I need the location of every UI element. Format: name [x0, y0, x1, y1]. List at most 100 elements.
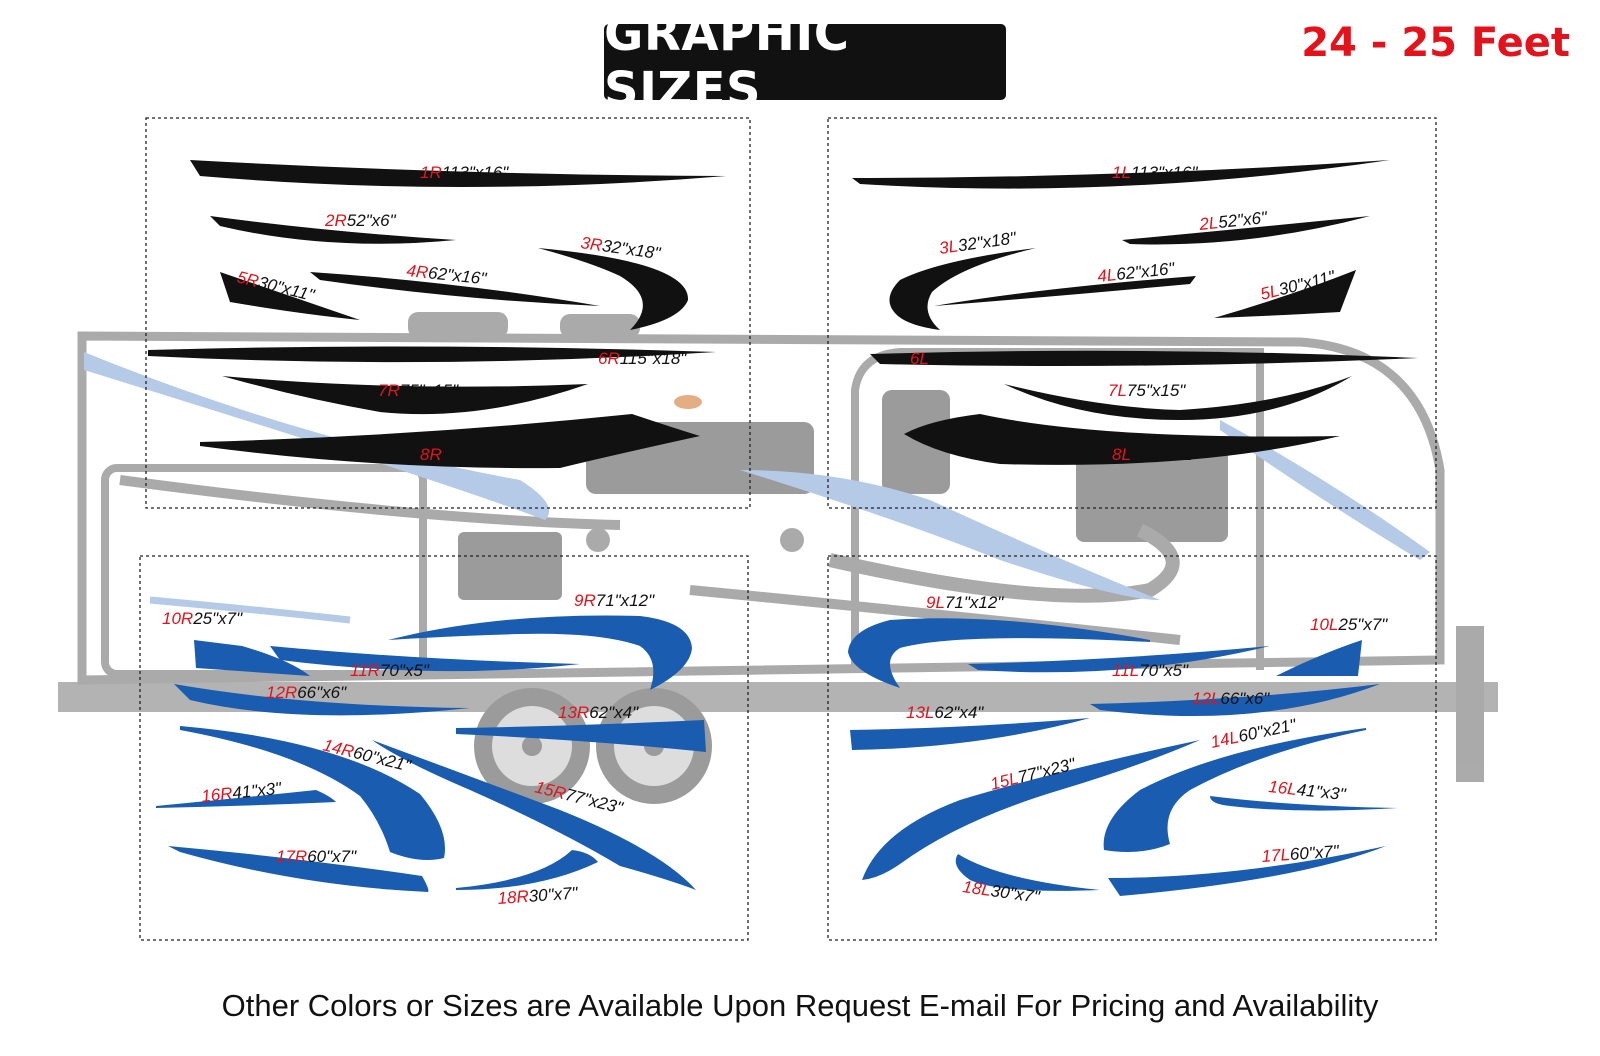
decal-size: 102"x12": [442, 445, 511, 464]
decal-1R: [190, 160, 726, 187]
decal-code: 4R: [406, 261, 430, 282]
decal-label-8L: 8L102"x12": [1112, 445, 1200, 464]
title-banner: GRAPHIC SIZES: [604, 6, 1006, 118]
decal-7R: [222, 376, 588, 415]
decal-size: 71"x12": [945, 593, 1004, 612]
decal-code: 7R: [378, 381, 400, 400]
decal-label-6R: 6R115"x18": [598, 349, 687, 368]
decal-size: 75"x15": [400, 381, 459, 400]
decal-code: 17L: [1261, 845, 1291, 866]
decal-14R: [180, 726, 445, 860]
decal-6L: [870, 350, 1418, 366]
decal-size: 41"x3": [1296, 780, 1348, 804]
decal-3L: [889, 248, 1036, 330]
decal-code: 11R: [350, 661, 380, 680]
decal-code: 10R: [162, 609, 193, 628]
decal-size: 25"x7": [1337, 615, 1388, 634]
decal-3R: [538, 248, 689, 330]
door-window: [882, 390, 950, 494]
decal-2L: [1122, 216, 1370, 245]
decal-17L: [1108, 846, 1386, 896]
decal-9R: [388, 615, 692, 690]
decal-label-16L: 16L41"x3": [1268, 777, 1348, 804]
decal-size: 70"x5": [1139, 661, 1189, 680]
decal-size: 32"x18": [957, 228, 1018, 255]
light-blue-stripe-rear: [1220, 420, 1430, 560]
decal-code: 12R: [266, 683, 297, 702]
decal-label-2R: 2R52"x6": [324, 211, 397, 230]
decal-1L: [852, 160, 1390, 189]
decal-label-13R: 13R62"x4": [558, 703, 639, 722]
decal-label-3R: 3R32"x18": [579, 233, 662, 263]
decal-label-18R: 18R30"x7": [497, 883, 579, 908]
roof-unit-2: [560, 314, 640, 338]
decal-15R: [372, 740, 696, 890]
decal-size: 60"x7": [1289, 842, 1340, 864]
decal-label-12L: 12L66"x6": [1192, 689, 1270, 708]
decal-code: 8L: [1112, 445, 1131, 464]
decal-8R: [200, 414, 700, 469]
light-blue-stripe-mid: [740, 470, 1160, 600]
page-title: GRAPHIC SIZES: [604, 6, 850, 118]
decal-15L: [862, 740, 1200, 880]
decal-6R: [148, 346, 716, 363]
roof-unit-1: [408, 312, 508, 338]
decal-11R: [270, 646, 580, 672]
decal-label-9L: 9L71"x12": [926, 593, 1004, 612]
decal-label-12R: 12R66"x6": [266, 683, 347, 702]
rear-window: [1076, 440, 1228, 542]
decal-label-9R: 9R71"x12": [574, 591, 655, 610]
decal-18R: [456, 850, 598, 890]
decal-label-11R: 11R70"x5": [350, 661, 430, 680]
decal-size: 52"x6": [347, 211, 397, 230]
decal-code: 1L: [1112, 163, 1131, 182]
hatch: [458, 532, 562, 600]
decal-code: 17R: [276, 847, 307, 866]
tongue-jack: [1456, 626, 1484, 782]
decal-code: 16L: [1268, 777, 1298, 799]
decal-4L: [934, 276, 1196, 306]
black-decals: [148, 160, 1418, 469]
decal-11L: [968, 646, 1270, 673]
door-frame: [851, 348, 1264, 670]
decal-size: 66"x6": [297, 683, 347, 702]
decal-code: 8R: [420, 445, 442, 464]
decal-10L: [1276, 640, 1362, 676]
light-blue-stripe-front: [84, 352, 550, 520]
decal-17R: [168, 846, 429, 892]
decal-label-10L: 10L25"x7": [1310, 615, 1388, 634]
decal-code: 11L: [1112, 661, 1139, 680]
decal-size: 62"x4": [589, 703, 639, 722]
decal-code: 6L: [910, 349, 929, 368]
decal-code: 13R: [558, 703, 589, 722]
size-range-label: 24 - 25 Feet: [1301, 20, 1570, 66]
decal-label-11L: 11L70"x5": [1112, 661, 1189, 680]
decal-label-16R: 16R41"x3": [200, 779, 283, 806]
decal-code: 9L: [926, 593, 945, 612]
decal-label-1L: 1L113"x16": [1112, 163, 1198, 182]
decal-10R: [194, 640, 310, 676]
decal-label-7R: 7R75"x15": [378, 381, 459, 400]
decal-code: 4L: [1096, 265, 1117, 286]
decal-13R: [456, 720, 706, 752]
decal-2R: [210, 216, 456, 244]
decal-code: 1R: [420, 163, 442, 182]
decal-16L: [1210, 796, 1398, 811]
decal-code: 16R: [200, 784, 233, 806]
decal-size: 70"x5": [380, 661, 430, 680]
decal-label-17R: 17R60"x7": [276, 847, 357, 866]
decal-code: 5L: [1258, 281, 1281, 304]
decal-code: 3L: [938, 237, 959, 258]
decal-16R: [156, 790, 336, 808]
decal-size: 25"x7": [192, 609, 243, 628]
decal-14L: [1103, 728, 1366, 852]
footer-note: Other Colors or Sizes are Available Upon…: [221, 988, 1379, 1023]
blue-decals: [156, 615, 1398, 896]
decal-code: 14L: [1209, 727, 1241, 751]
decal-size: 113"x16": [1131, 163, 1199, 182]
decal-size: 102"x12": [1131, 445, 1200, 464]
decal-code: 7L: [1108, 381, 1127, 400]
decal-size: 30"x7": [528, 883, 579, 905]
decal-13L: [850, 718, 1090, 750]
